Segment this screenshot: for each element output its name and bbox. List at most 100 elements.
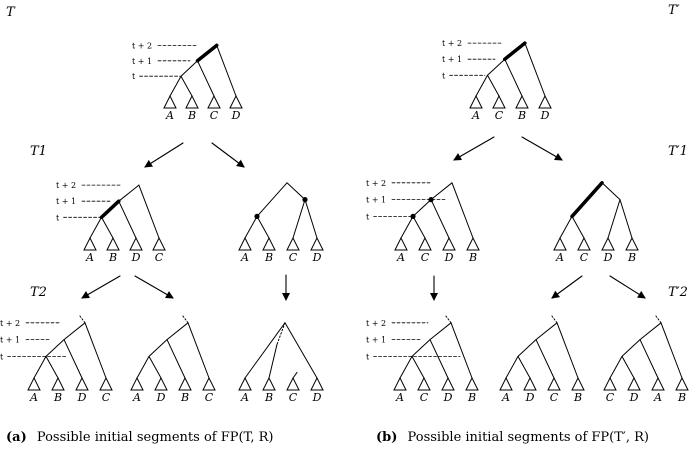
leaf-triangle	[625, 236, 639, 251]
edge	[180, 60, 198, 77]
leaf-triangle	[163, 94, 177, 109]
edge	[412, 199, 432, 217]
leaf-triangle	[442, 236, 456, 251]
leaf-triangle	[538, 94, 552, 109]
edge	[504, 58, 523, 97]
time-label: t + 2	[132, 41, 152, 50]
edge	[400, 215, 414, 239]
leaf-label: D	[603, 251, 613, 264]
leaf-label: A	[395, 391, 404, 404]
tree-name-Tp2: T′2	[668, 285, 688, 300]
edge	[169, 75, 182, 97]
time-label: t + 1	[56, 197, 76, 206]
event-dot	[428, 197, 434, 203]
edge	[244, 322, 286, 379]
leaf-label: B	[264, 391, 273, 404]
leaf-label: C	[155, 251, 164, 264]
leaf-label: B	[264, 251, 273, 264]
leaf-triangle	[207, 94, 221, 109]
leaf-triangle	[229, 94, 243, 109]
edge	[475, 74, 488, 97]
leaf-label: B	[467, 391, 476, 404]
leaf-triangle	[129, 236, 143, 251]
leaf-triangle	[571, 376, 585, 391]
leaf-label: D	[131, 251, 141, 264]
edge	[412, 215, 426, 239]
leaf-label: C	[289, 391, 298, 404]
leaf-label: A	[165, 109, 174, 122]
leaf-label: B	[573, 391, 582, 404]
edge	[148, 339, 168, 357]
edge	[195, 43, 219, 63]
leaf-label: A	[240, 391, 249, 404]
leaf-triangle	[99, 376, 113, 391]
leaf-label: B	[187, 109, 196, 122]
edge	[256, 182, 288, 217]
edge	[284, 322, 318, 379]
leaf-triangle	[417, 376, 431, 391]
event-dot	[254, 213, 260, 219]
arrow-a-bl	[81, 275, 121, 299]
time-label: t	[56, 213, 60, 222]
edge	[166, 339, 186, 379]
edge	[619, 199, 633, 239]
leaf-triangle	[547, 376, 561, 391]
edge	[286, 182, 306, 201]
leaf-label: A	[29, 391, 38, 404]
leaf-label: C	[289, 251, 298, 264]
leaf-triangle	[393, 376, 407, 391]
edge	[63, 322, 86, 341]
time-label: t + 2	[366, 319, 386, 328]
edge	[487, 74, 500, 97]
edge	[660, 322, 683, 379]
time-label: t + 1	[442, 55, 462, 64]
edge	[181, 314, 189, 324]
edge	[216, 44, 237, 97]
edge	[187, 322, 210, 379]
leaf-label: C	[102, 391, 111, 404]
leaf-label: B	[517, 109, 526, 122]
edge	[444, 314, 452, 324]
leaf-triangle	[27, 376, 41, 391]
edge	[101, 216, 114, 239]
time-label: t	[366, 352, 370, 361]
leaf-label: C	[205, 391, 214, 404]
leaf-triangle	[262, 236, 276, 251]
edge	[138, 184, 160, 239]
edge	[503, 41, 527, 61]
leaf-label: B	[180, 391, 189, 404]
leaf-label: A	[471, 109, 480, 122]
leaf-triangle	[418, 236, 432, 251]
edge	[559, 215, 573, 239]
leaf-label: C	[210, 109, 219, 122]
edge	[505, 355, 519, 379]
leaf-triangle	[466, 236, 480, 251]
edge	[550, 314, 558, 324]
leaf-label: D	[77, 391, 87, 404]
arrow-b-br	[609, 275, 646, 299]
leaf-triangle	[202, 376, 216, 391]
leaf-triangle	[310, 376, 324, 391]
leaf-triangle	[51, 376, 65, 391]
leaf-label: A	[653, 391, 662, 404]
leaf-triangle	[515, 94, 529, 109]
edge	[244, 215, 258, 239]
time-label: t + 1	[366, 196, 386, 205]
edge	[256, 215, 270, 239]
leaf-label: C	[495, 109, 504, 122]
edge	[430, 199, 450, 239]
leaf-label: C	[580, 251, 589, 264]
leaf-triangle	[310, 236, 324, 251]
leaf-triangle	[286, 376, 300, 391]
edge	[84, 322, 107, 379]
leaf-triangle	[394, 236, 408, 251]
